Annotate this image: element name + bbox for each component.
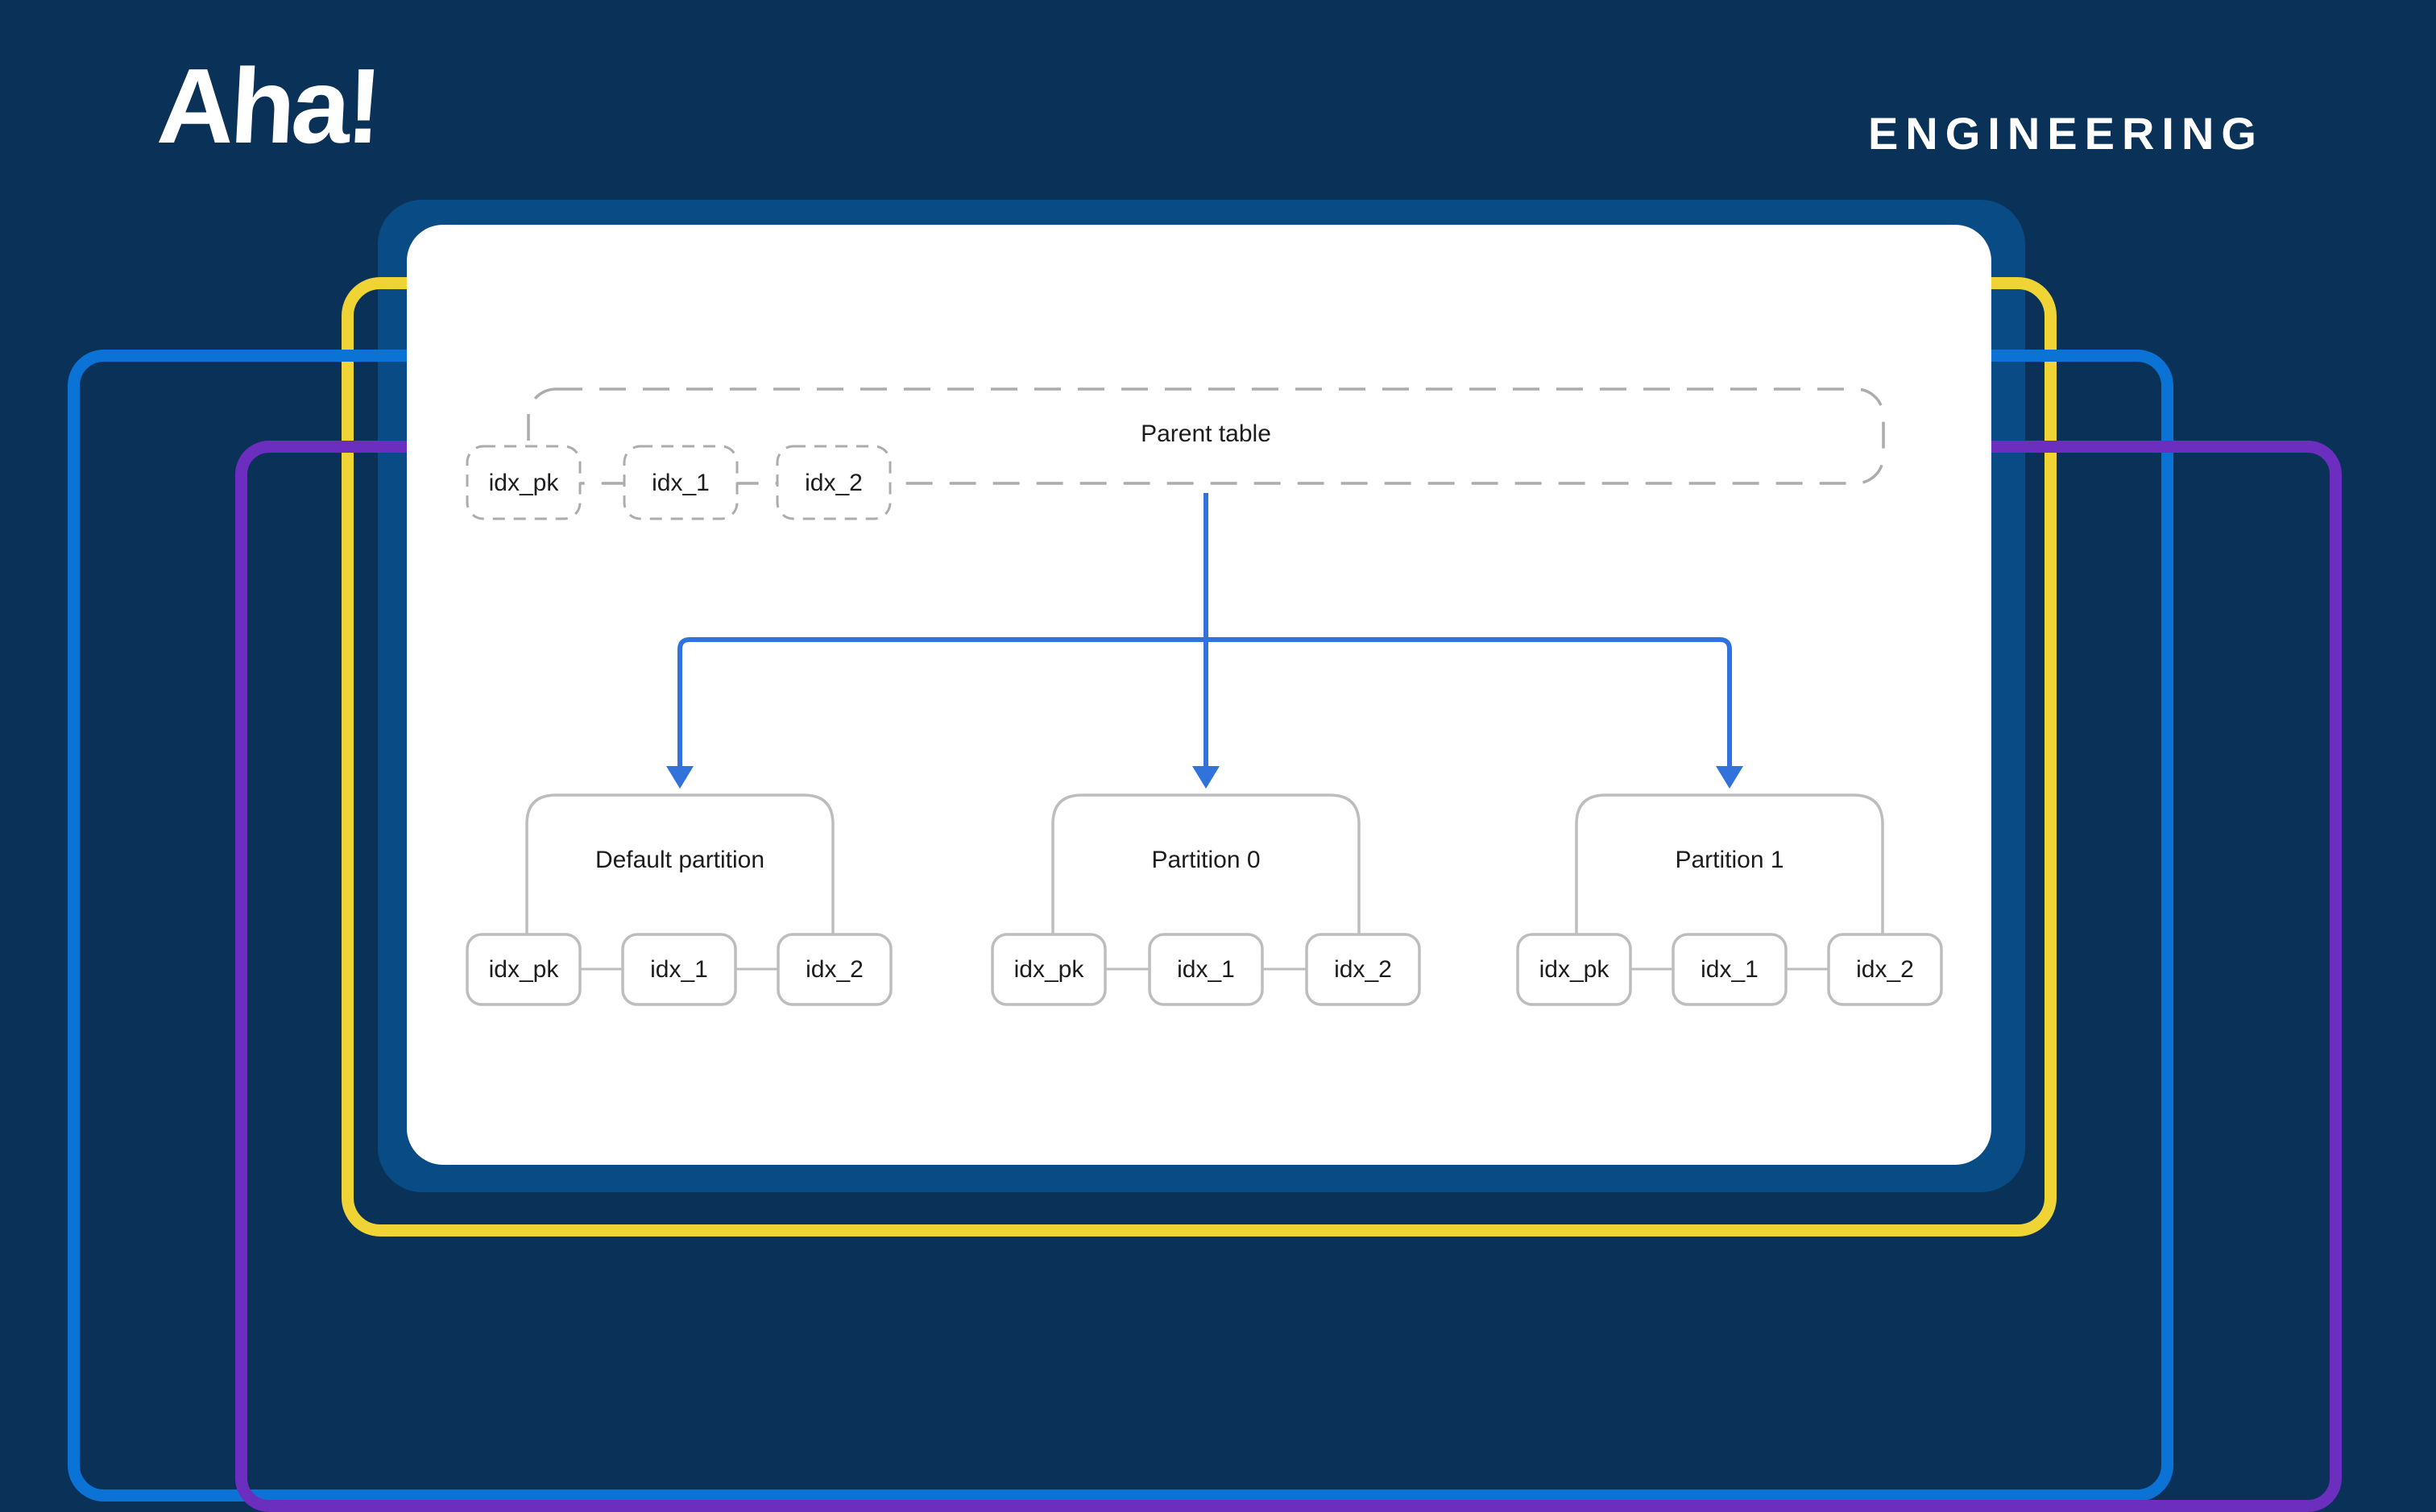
p0-idx-1-label: idx_1 [1177, 956, 1235, 983]
partition-1-title: Partition 1 [1675, 847, 1784, 873]
parent-idx-pk-box [466, 445, 582, 520]
p0-idx-2-label: idx_2 [1334, 956, 1392, 983]
default-idx-1-label: idx_1 [650, 956, 708, 983]
p0-idx-pk-box [991, 933, 1107, 1006]
p1-idx-1-box [1672, 933, 1788, 1006]
partition-diagram [466, 387, 1943, 1006]
p0-idx-pk-label: idx_pk [1013, 956, 1084, 983]
default-partition-box [525, 793, 835, 934]
parent-idx-pk-label: idx_pk [488, 470, 559, 496]
default-idx-2-label: idx_2 [806, 956, 864, 983]
partition-0-box [1051, 793, 1361, 934]
p1-idx-1-label: idx_1 [1701, 956, 1759, 983]
p0-idx-1-box [1148, 933, 1264, 1006]
default-idx-pk-box [466, 933, 582, 1006]
connector-branch [677, 637, 1732, 766]
default-idx-1-box [621, 933, 737, 1006]
default-partition-title: Default partition [594, 847, 765, 873]
parent-idx-1-label: idx_1 [652, 470, 710, 496]
p0-idx-2-box [1305, 933, 1421, 1006]
parent-idx-2-label: idx_2 [805, 470, 863, 496]
p1-idx-pk-box [1516, 933, 1632, 1006]
default-idx-2-box [777, 933, 893, 1006]
parent-table-title: Parent table [1141, 420, 1271, 447]
arrowhead-partition-1 [1716, 766, 1743, 789]
p1-idx-2-label: idx_2 [1856, 956, 1914, 983]
partition-0-title: Partition 0 [1151, 847, 1261, 873]
parent-table-box [527, 387, 1885, 485]
parent-idx-2-box [776, 445, 892, 520]
p1-idx-2-box [1827, 933, 1943, 1006]
p1-idx-pk-label: idx_pk [1539, 956, 1610, 983]
arrowhead-partition-0 [1192, 766, 1220, 789]
engineering-label: ENGINEERING [1867, 108, 2264, 159]
arrowhead-default-partition [666, 766, 694, 789]
parent-idx-1-box [623, 445, 739, 520]
partition-1-box [1575, 793, 1884, 934]
default-idx-pk-label: idx_pk [488, 956, 559, 983]
